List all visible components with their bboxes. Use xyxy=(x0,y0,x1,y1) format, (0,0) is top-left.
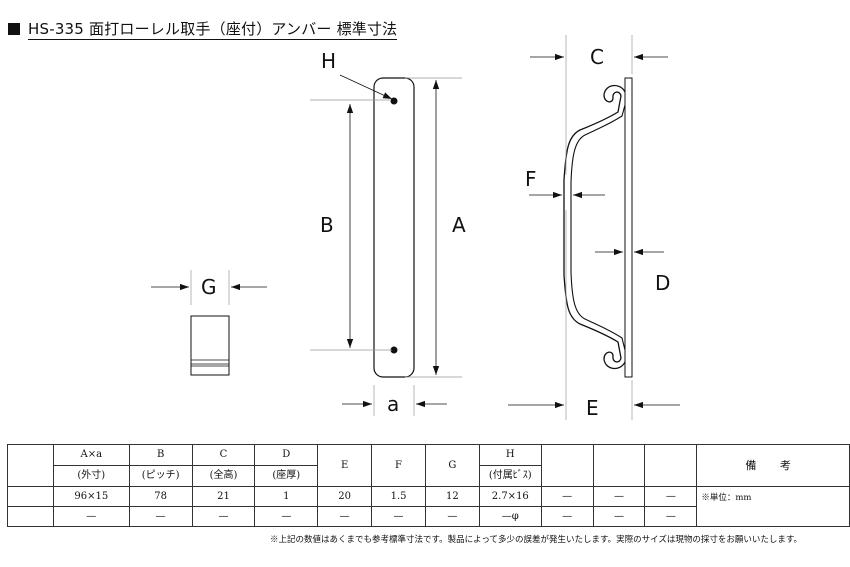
table-cell: — xyxy=(52,506,130,527)
table-cell: — xyxy=(254,506,319,527)
table-header-row-bottom: (外寸) (ピッチ) (全高) (座厚) (付属ﾋﾞｽ) xyxy=(8,465,850,487)
label-f: F xyxy=(525,167,537,191)
header-axa: A×a xyxy=(52,444,130,466)
header-g: G xyxy=(424,444,480,487)
header-b-sub: (ピッチ) xyxy=(128,465,193,487)
footnote: ※上記の数値はあくまでも参考標準寸法です。製品によって多少の誤差が発生いたします… xyxy=(270,535,803,545)
table-cell: 1.5 xyxy=(371,486,426,507)
header-d: D xyxy=(254,444,319,466)
screw-hole-bottom xyxy=(390,346,398,354)
end-view xyxy=(151,270,267,376)
base-plate xyxy=(624,77,633,378)
label-a-lower: a xyxy=(387,392,399,416)
dimension-drawing: H B A a G C F D E xyxy=(151,35,680,420)
table-cell: — xyxy=(592,506,646,527)
header-axa-sub: (外寸) xyxy=(52,465,130,487)
table-cell: — xyxy=(540,486,594,507)
table-cell: 12 xyxy=(424,486,480,507)
table-cell: 78 xyxy=(128,486,193,507)
label-a-upper: A xyxy=(452,213,466,237)
header-h-sub: (付属ﾋﾞｽ) xyxy=(478,465,542,487)
header-blank-3 xyxy=(644,444,698,487)
label-h: H xyxy=(321,49,336,73)
header-f: F xyxy=(371,444,426,487)
label-g: G xyxy=(201,275,217,299)
table-cell: 21 xyxy=(191,486,256,507)
header-d-sub: (座厚) xyxy=(254,465,319,487)
row-label-cell xyxy=(7,486,54,507)
label-b: B xyxy=(320,213,334,237)
table-cell: — xyxy=(191,506,256,527)
handle-profile-inner xyxy=(570,104,626,351)
spec-table: A×a B C D E F G H 備 考 (外寸) (ピッチ) (全高) (座… xyxy=(7,444,850,527)
table-row: — — — — — — — —φ — — — xyxy=(7,506,850,527)
header-blank-1 xyxy=(540,444,594,487)
header-blank-2 xyxy=(592,444,646,487)
front-view xyxy=(310,74,462,416)
label-c: C xyxy=(590,45,604,69)
handle-body xyxy=(373,77,415,378)
table-cell: — xyxy=(540,506,594,527)
table-cell: 96×15 xyxy=(52,486,130,507)
table-cell: — xyxy=(644,486,698,507)
table-cell: 2.7×16 xyxy=(478,486,542,507)
handle-profile-outer xyxy=(563,84,626,370)
table-cell: — xyxy=(371,506,426,527)
label-e: E xyxy=(586,396,599,420)
header-c-sub: (全高) xyxy=(191,465,256,487)
handle-end-profile xyxy=(190,315,230,376)
table-cell: — xyxy=(424,506,480,527)
table-header-row-top: A×a B C D E F G H 備 考 xyxy=(7,444,850,487)
table-cell: — xyxy=(128,506,193,527)
side-view xyxy=(508,35,680,420)
table-cell: —φ xyxy=(478,506,542,527)
header-b: B xyxy=(128,444,193,466)
table-corner-cell xyxy=(7,444,54,487)
notes-unit: ※単位：mm xyxy=(701,492,752,503)
header-notes: 備 考 xyxy=(696,444,850,487)
title-square-marker xyxy=(8,23,20,35)
table-cell: — xyxy=(644,506,698,527)
table-cell: — xyxy=(592,486,646,507)
row-label-cell xyxy=(7,506,54,527)
header-c: C xyxy=(191,444,256,466)
table-cell: — xyxy=(317,506,373,527)
table-cell: 20 xyxy=(317,486,373,507)
title-text: HS-335 面打ローレル取手（座付）アンバー 標準寸法 xyxy=(28,20,398,40)
notes-cell: ※単位：mm xyxy=(696,486,850,527)
page-title: HS-335 面打ローレル取手（座付）アンバー 標準寸法 xyxy=(8,18,398,40)
header-e: E xyxy=(317,444,373,487)
table-cell: 1 xyxy=(254,486,319,507)
label-d: D xyxy=(655,271,670,295)
table-row: 96×15 78 21 1 20 1.5 12 2.7×16 — — — ※単位… xyxy=(7,486,850,527)
header-h: H xyxy=(478,444,542,466)
screw-hole-top xyxy=(390,97,398,105)
